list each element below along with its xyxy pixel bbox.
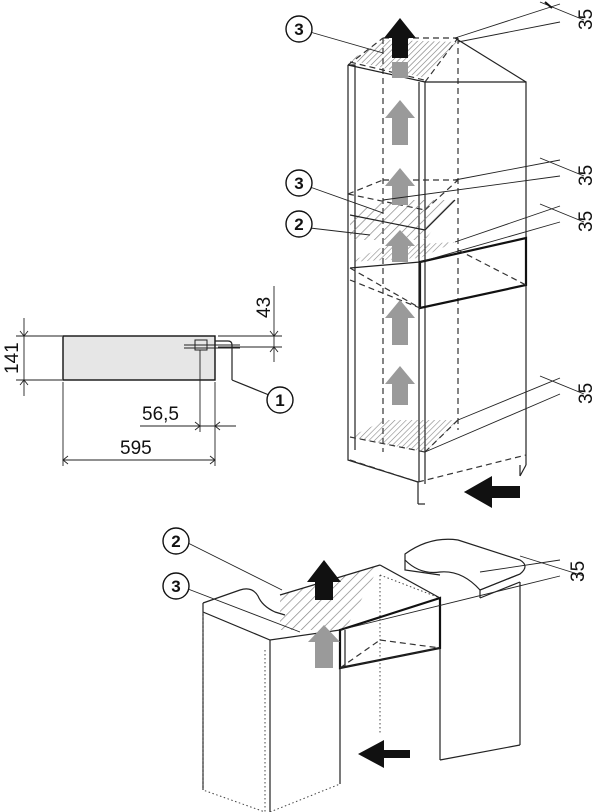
dim-43-label: 43 (254, 297, 275, 318)
dim-35-mid1: 35 (382, 157, 596, 201)
dimension-595: 595 (62, 382, 216, 466)
callout-3-upper-top: 3 (285, 15, 313, 43)
air-inflow-arrow-base-cabinet (358, 740, 410, 768)
vent-arrow-gray-2 (385, 168, 415, 205)
dim-35-lower-label: 35 (568, 561, 589, 582)
callout-3-upper-mid: 3 (285, 169, 313, 197)
dimension-141: 141 (2, 318, 62, 396)
vent-arrow-gray-4 (385, 300, 415, 345)
vent-arrow-gray-5 (385, 366, 415, 405)
dim-35-top: 35 (454, 1, 596, 43)
vent-arrow-gray-3 (385, 230, 415, 262)
dim-35-lower: 35 (339, 555, 589, 631)
vent-arrow-top-black (384, 18, 416, 58)
callout-3-upper-top-label: 3 (294, 20, 303, 39)
callout-2-lower: 2 (162, 527, 190, 555)
callout-2-upper-label: 2 (294, 215, 303, 234)
dim-35-bottom: 35 (424, 375, 596, 453)
callout-3-lower-label: 3 (171, 577, 180, 596)
dimension-43: 43 (218, 286, 282, 362)
dim-141-label: 141 (2, 342, 23, 374)
dimension-56-5: 56,5 (140, 350, 236, 466)
tall-cabinet: 35 35 35 35 3 3 (285, 1, 596, 508)
base-cabinet: 35 2 3 (162, 527, 589, 812)
vent-arrow-lower-black (307, 560, 341, 600)
callout-1: 1 (266, 386, 294, 414)
callout-2-upper: 2 (285, 210, 313, 238)
drawer-front-view (62, 335, 270, 396)
dim-56-5-label: 56,5 (142, 404, 179, 425)
air-inflow-arrow-top-cabinet (464, 476, 520, 508)
vent-arrow-gray-1 (385, 100, 415, 145)
callout-2-lower-label: 2 (171, 532, 180, 551)
dim-35-mid1-label: 35 (576, 165, 596, 186)
vent-arrow-lower-gray (308, 625, 340, 668)
dim-35-mid2-label: 35 (576, 211, 596, 232)
callout-3-lower: 3 (162, 572, 190, 600)
dim-35-mid2: 35 (419, 203, 596, 263)
callout-1-label: 1 (275, 391, 284, 410)
dim-595-label: 595 (120, 438, 152, 459)
dim-35-top-label: 35 (576, 9, 596, 30)
callout-3-upper-mid-label: 3 (294, 174, 303, 193)
drawer-front (62, 335, 216, 381)
dim-35-bottom-label: 35 (576, 383, 596, 404)
